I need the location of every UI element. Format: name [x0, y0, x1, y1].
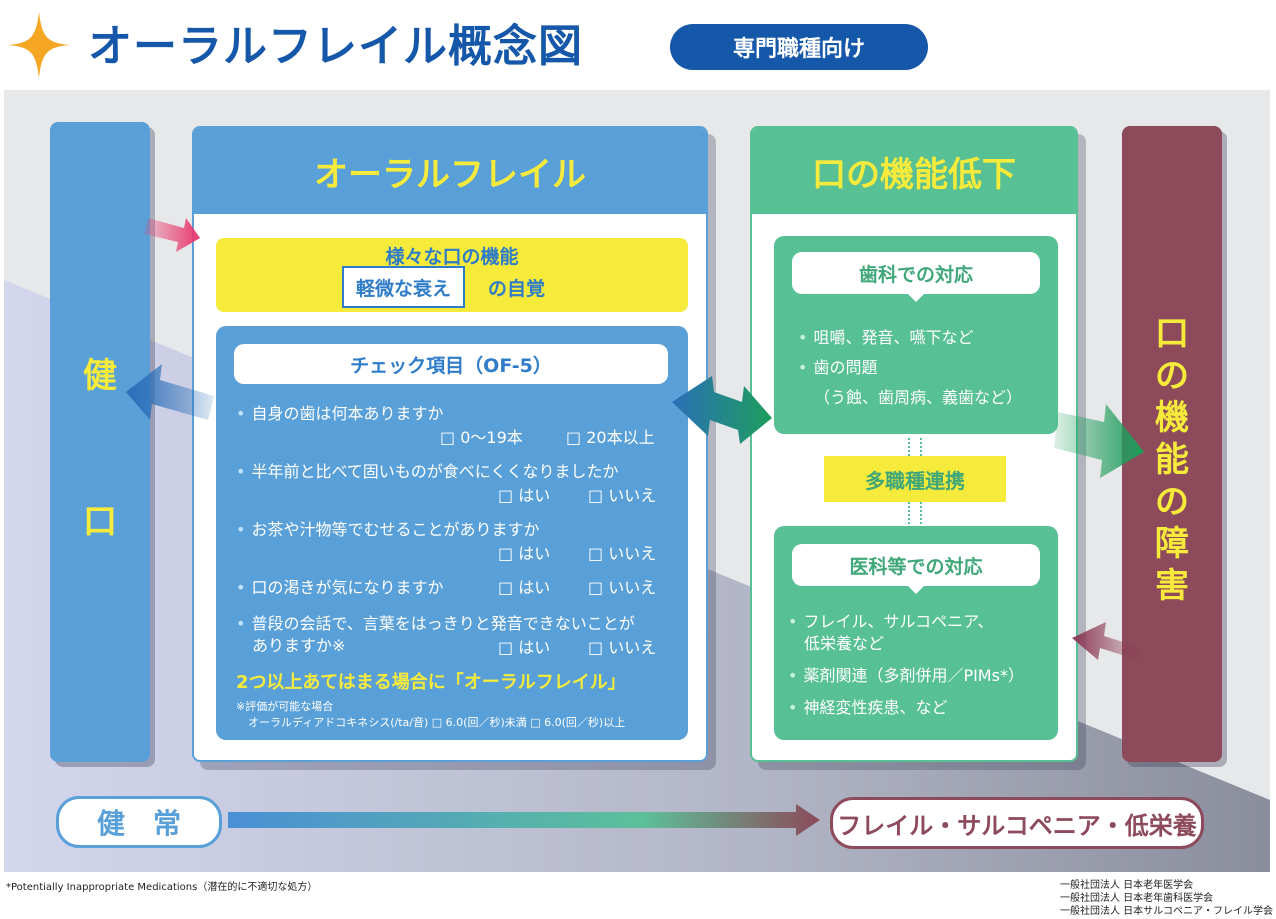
connector-bottom — [908, 502, 922, 524]
disorder-char-7: 害 — [1155, 566, 1189, 606]
question-4: •口の渇きが気になりますか — [236, 578, 444, 597]
multidisciplinary-label: 多職種連携 — [824, 456, 1006, 502]
q4-option-yes[interactable]: □ はい — [498, 578, 551, 597]
medical-pointer — [908, 586, 924, 594]
function-disorder-column: 口 の 機 能 の 障 害 — [1122, 126, 1222, 762]
medical-title: 医科等での対応 — [792, 544, 1040, 586]
medical-card: 医科等での対応 •フレイル、サルコペニア、 低栄養など •薬剤関連（多剤併用／P… — [774, 526, 1058, 740]
question-5-cont: ありますか※ — [252, 636, 346, 655]
progress-bar-arrow — [228, 804, 820, 836]
disorder-char-2: の — [1155, 356, 1189, 396]
q2-option-no[interactable]: □ いいえ — [588, 486, 657, 505]
q5-option-yes[interactable]: □ はい — [498, 638, 551, 657]
dental-pointer — [908, 294, 924, 302]
frailty-label: フレイル・サルコペニア・低栄養 — [830, 797, 1204, 849]
q4-option-no[interactable]: □ いいえ — [588, 578, 657, 597]
question-1: •自身の歯は何本ありますか — [236, 404, 444, 423]
disorder-char-1: 口 — [1155, 314, 1189, 354]
q3-option-no[interactable]: □ いいえ — [588, 544, 657, 563]
dental-item-2: •歯の問題 — [798, 358, 878, 377]
feedback-arrow — [1072, 622, 1142, 660]
function-decline-heading: 口の機能低下 — [752, 128, 1076, 214]
disorder-char-6: 障 — [1155, 524, 1189, 564]
dental-item-1: •咀嚼、発音、嚥下など — [798, 328, 974, 347]
credit-1: 一般社団法人 日本老年医学会 — [1060, 880, 1194, 891]
medical-item-3: •神経変性疾患、など — [788, 698, 948, 717]
question-2: •半年前と比べて固いものが食べにくくなりましたか — [236, 462, 619, 481]
disorder-char-3: 機 — [1155, 398, 1189, 438]
star-icon — [8, 12, 70, 78]
q1-option-1[interactable]: □ 0〜19本 — [440, 428, 523, 447]
progression-arrow — [1054, 404, 1144, 478]
question-3: •お茶や汁物等でむせることがありますか — [236, 520, 540, 539]
healthy-label: 健 常 — [56, 796, 222, 848]
bidirectional-arrow — [672, 376, 772, 444]
page-title: オーラルフレイル概念図 — [88, 21, 583, 72]
awareness-suffix: の自覚 — [488, 278, 546, 300]
function-decline-panel: 口の機能低下 歯科での対応 •咀嚼、発音、嚥下など •歯の問題 （う蝕、歯周病、… — [750, 126, 1078, 762]
medical-item-2: •薬剤関連（多剤併用／PIMs*） — [788, 666, 1024, 685]
health-column: 健 口 — [50, 122, 150, 762]
medical-item-1-cont: 低栄養など — [804, 634, 885, 653]
q2-option-yes[interactable]: □ はい — [498, 486, 551, 505]
checklist-panel: チェック項目（OF-5） •自身の歯は何本ありますか □ 0〜19本 □ 20本… — [216, 326, 688, 740]
q5-option-no[interactable]: □ いいえ — [588, 638, 657, 657]
disorder-char-4: 能 — [1155, 440, 1189, 480]
oral-frailty-heading: オーラルフレイル — [194, 128, 706, 214]
inflow-arrow — [144, 218, 200, 252]
q1-option-2[interactable]: □ 20本以上 — [566, 428, 655, 447]
disorder-char-5: の — [1155, 482, 1189, 522]
credit-3: 一般社団法人 日本サルコペニア・フレイル学会 — [1060, 906, 1273, 917]
evaluation-note: ※評価が可能な場合 — [236, 700, 334, 713]
health-char: 健 — [83, 356, 117, 396]
q3-option-yes[interactable]: □ はい — [498, 544, 551, 563]
dental-title: 歯科での対応 — [792, 252, 1040, 294]
pims-footnote: *Potentially Inappropriate Medications（潜… — [6, 882, 318, 893]
mouth-char: 口 — [83, 502, 117, 542]
connector-top — [908, 438, 922, 456]
checklist-title: チェック項目（OF-5） — [234, 344, 668, 384]
question-5: •普段の会話で、言葉をはっきりと発音できないことが — [236, 614, 635, 633]
slight-decline-box: 軽微な衰え — [342, 266, 466, 308]
conclusion-text: 2つ以上あてはまる場合に「オーラルフレイル」 — [236, 672, 626, 693]
medical-item-1: •フレイル、サルコペニア、 — [788, 612, 994, 631]
functions-label: 様々な口の機能 — [385, 246, 519, 268]
awareness-box: 様々な口の機能 軽微な衰え の自覚 — [216, 238, 688, 312]
dental-card: 歯科での対応 •咀嚼、発音、嚥下など •歯の問題 （う蝕、歯周病、義歯など） — [774, 236, 1058, 434]
oral-frailty-panel: オーラルフレイル 様々な口の機能 軽微な衰え の自覚 チェック項目（OF-5） … — [192, 126, 708, 762]
dental-item-3: （う蝕、歯周病、義歯など） — [814, 388, 1023, 407]
credit-2: 一般社団法人 日本老年歯科医学会 — [1060, 893, 1214, 904]
audience-badge: 専門職種向け — [670, 24, 928, 70]
diadochokinesis-note: オーラルディアドコキネシス(/ta/音) □ 6.0(回／秒)未満 □ 6.0(… — [248, 716, 626, 729]
health-return-arrow — [126, 364, 214, 420]
